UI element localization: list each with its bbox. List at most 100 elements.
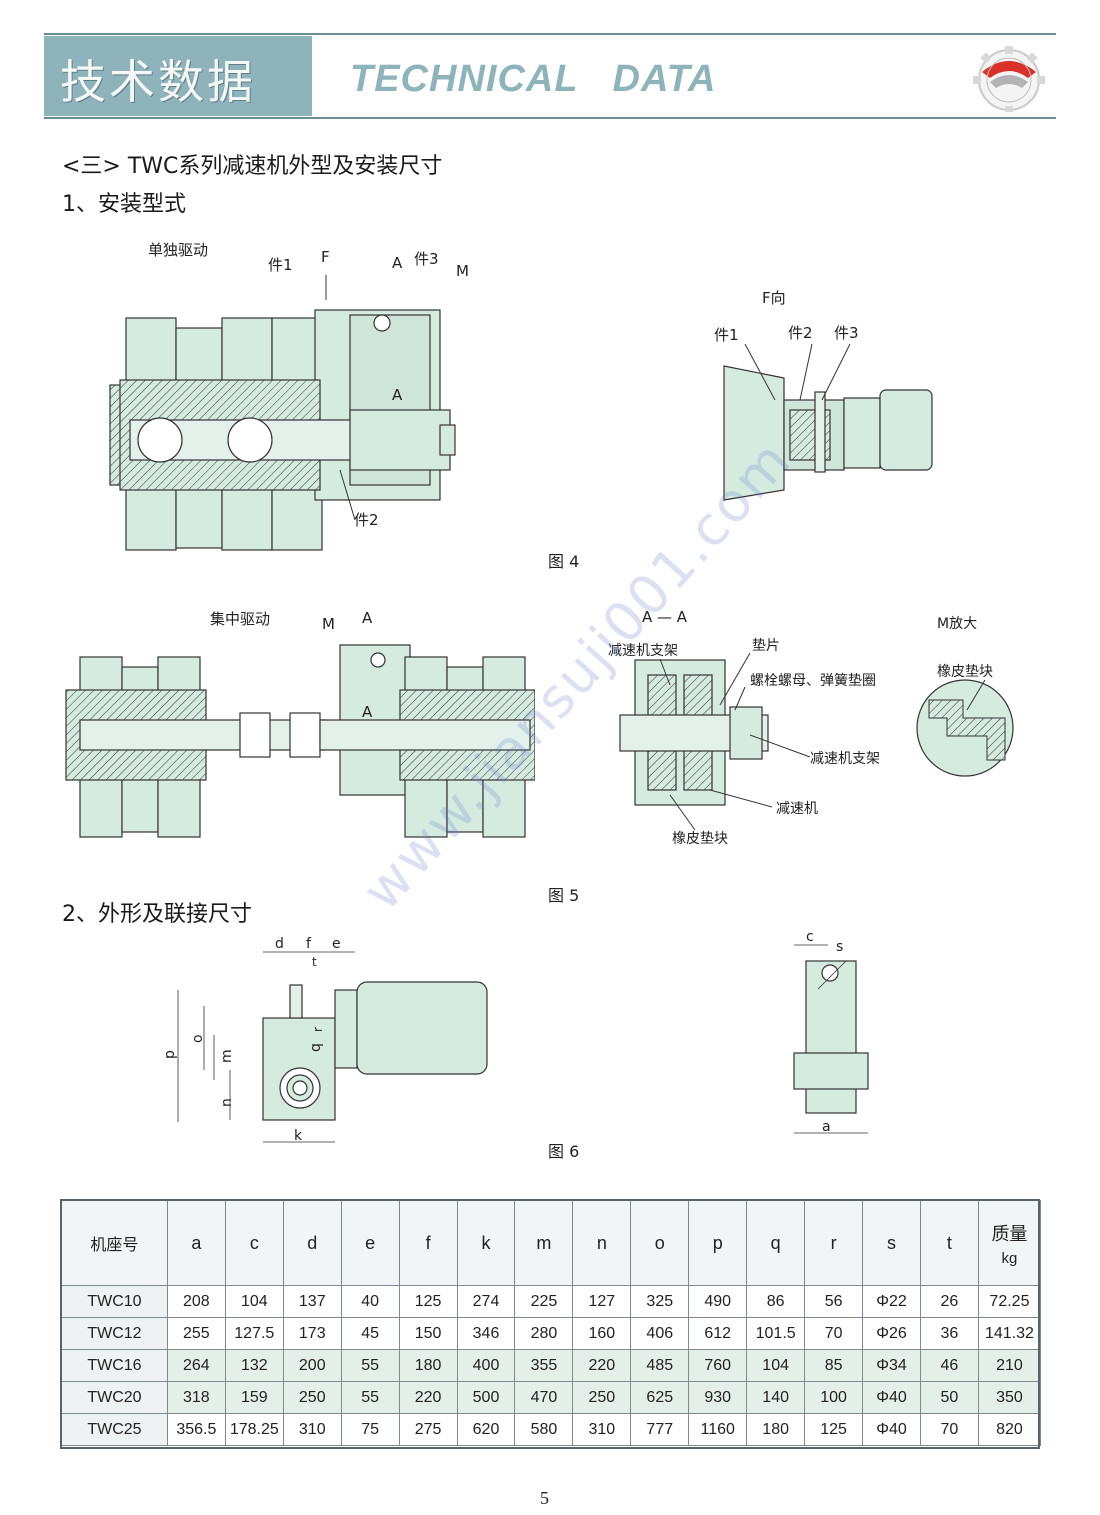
fig5-section-aa-label: A — A	[642, 608, 688, 626]
table-header-cell: n	[572, 1200, 632, 1286]
value-cell: 178.25	[224, 1413, 284, 1446]
fig6-dim-q: q	[308, 1043, 324, 1052]
value-cell: 250	[282, 1381, 342, 1414]
fig4-part3-label: 件3	[414, 250, 439, 268]
value-cell: 280	[514, 1317, 574, 1350]
value-cell: 930	[688, 1381, 748, 1414]
value-cell: 350	[977, 1381, 1042, 1414]
value-cell: 274	[456, 1285, 516, 1318]
value-cell: 200	[282, 1349, 342, 1382]
model-cell: TWC16	[61, 1349, 168, 1382]
value-cell: 132	[224, 1349, 284, 1382]
fig5-label-m: M	[322, 615, 335, 633]
fig5-bolt-nut-label: 螺栓螺母、弹簧垫圈	[750, 673, 876, 689]
value-cell: 580	[514, 1413, 574, 1446]
table-header-cell: o	[630, 1200, 690, 1286]
table-header-cell: d	[282, 1200, 342, 1286]
fig5-section-aa-drawing: A — A 减速机支架 垫片 螺栓螺母、弹簧垫圈 减速机支架 减速机 橡皮垫块	[608, 608, 880, 847]
model-cell: TWC10	[61, 1285, 168, 1318]
value-cell: Φ34	[862, 1349, 921, 1382]
page-number: 5	[540, 1488, 549, 1508]
header-bottom-rule	[44, 117, 1056, 119]
subsection-install-type: 1、安装型式	[62, 192, 186, 217]
fig6-dim-k: k	[294, 1128, 303, 1144]
fig4-f-view-drawing: 件1 件2 件3	[714, 324, 933, 501]
table-header-cell: t	[919, 1200, 979, 1286]
value-cell: 75	[340, 1413, 400, 1446]
table-header-cell: e	[340, 1200, 400, 1286]
value-cell: Φ40	[862, 1381, 921, 1414]
value-cell: 318	[166, 1381, 226, 1414]
value-cell: 125	[804, 1413, 864, 1446]
value-cell: 760	[688, 1349, 748, 1382]
value-cell: 1160	[688, 1413, 748, 1446]
subsection-dimensions: 2、外形及联接尺寸	[62, 902, 252, 927]
value-cell: 490	[688, 1285, 748, 1318]
fig4-single-drive-drawing: 件1 F A 件3 M A 件2	[109, 248, 469, 551]
value-cell: 777	[630, 1413, 690, 1446]
fig4-label-m: M	[456, 262, 469, 280]
value-cell: 250	[572, 1381, 632, 1414]
value-cell: 104	[224, 1285, 284, 1318]
value-cell: 50	[919, 1381, 979, 1414]
value-cell: 101.5	[746, 1317, 806, 1350]
fig6-dim-n: n	[219, 1098, 235, 1107]
value-cell: 70	[804, 1317, 864, 1350]
value-cell: 220	[398, 1381, 458, 1414]
fig6-dim-d: d	[275, 936, 284, 952]
value-cell: 500	[456, 1381, 516, 1414]
value-cell: 36	[919, 1317, 979, 1350]
header-top-rule	[44, 33, 1056, 35]
value-cell: 210	[977, 1349, 1042, 1382]
value-cell: 160	[572, 1317, 632, 1350]
fig5-rubber-pad2-label: 橡皮垫块	[937, 664, 993, 680]
fig6-dim-t: t	[312, 955, 317, 969]
fig6-side-view-drawing: c s a	[793, 929, 869, 1135]
value-cell: Φ40	[862, 1413, 921, 1446]
fig6-dim-s: s	[836, 939, 843, 955]
value-cell: 56	[804, 1285, 864, 1318]
fig6-dim-m: m	[219, 1049, 235, 1063]
value-cell: 127	[572, 1285, 632, 1318]
section-title: <三> TWC系列减速机外型及安装尺寸	[62, 154, 443, 179]
value-cell: 820	[977, 1413, 1042, 1446]
value-cell: 55	[340, 1349, 400, 1382]
value-cell: 125	[398, 1285, 458, 1318]
table-header-cell: f	[398, 1200, 458, 1286]
header-title-en: TECHNICAL DATA	[350, 58, 717, 100]
value-cell: 45	[340, 1317, 400, 1350]
table-header-cell: r	[804, 1200, 864, 1286]
fig6-dim-a: a	[822, 1119, 831, 1135]
fv-part2-label: 件2	[788, 324, 813, 342]
fig4-caption: 图 4	[548, 552, 580, 571]
value-cell: 173	[282, 1317, 342, 1350]
value-cell: 225	[514, 1285, 574, 1318]
table-header-cell: 机座号	[61, 1200, 168, 1286]
value-cell: 275	[398, 1413, 458, 1446]
fig5-caption: 图 5	[548, 886, 580, 905]
value-cell: 612	[688, 1317, 748, 1350]
value-cell: 355	[514, 1349, 574, 1382]
model-cell: TWC12	[61, 1317, 168, 1350]
model-cell: TWC25	[61, 1413, 168, 1446]
value-cell: 40	[340, 1285, 400, 1318]
value-cell: 127.5	[224, 1317, 284, 1350]
company-logo-icon	[973, 46, 1045, 112]
value-cell: Φ26	[862, 1317, 921, 1350]
fig6-dim-r: r	[311, 1027, 325, 1032]
value-cell: 86	[746, 1285, 806, 1318]
value-cell: 620	[456, 1413, 516, 1446]
value-cell: 72.25	[977, 1285, 1042, 1318]
fig5-central-drive-title: 集中驱动	[210, 610, 271, 628]
value-cell: 150	[398, 1317, 458, 1350]
value-cell: 400	[456, 1349, 516, 1382]
fv-part1-label: 件1	[714, 326, 739, 344]
value-cell: 100	[804, 1381, 864, 1414]
value-cell: 46	[919, 1349, 979, 1382]
fig5-central-drive-drawing: M A A	[65, 609, 535, 838]
